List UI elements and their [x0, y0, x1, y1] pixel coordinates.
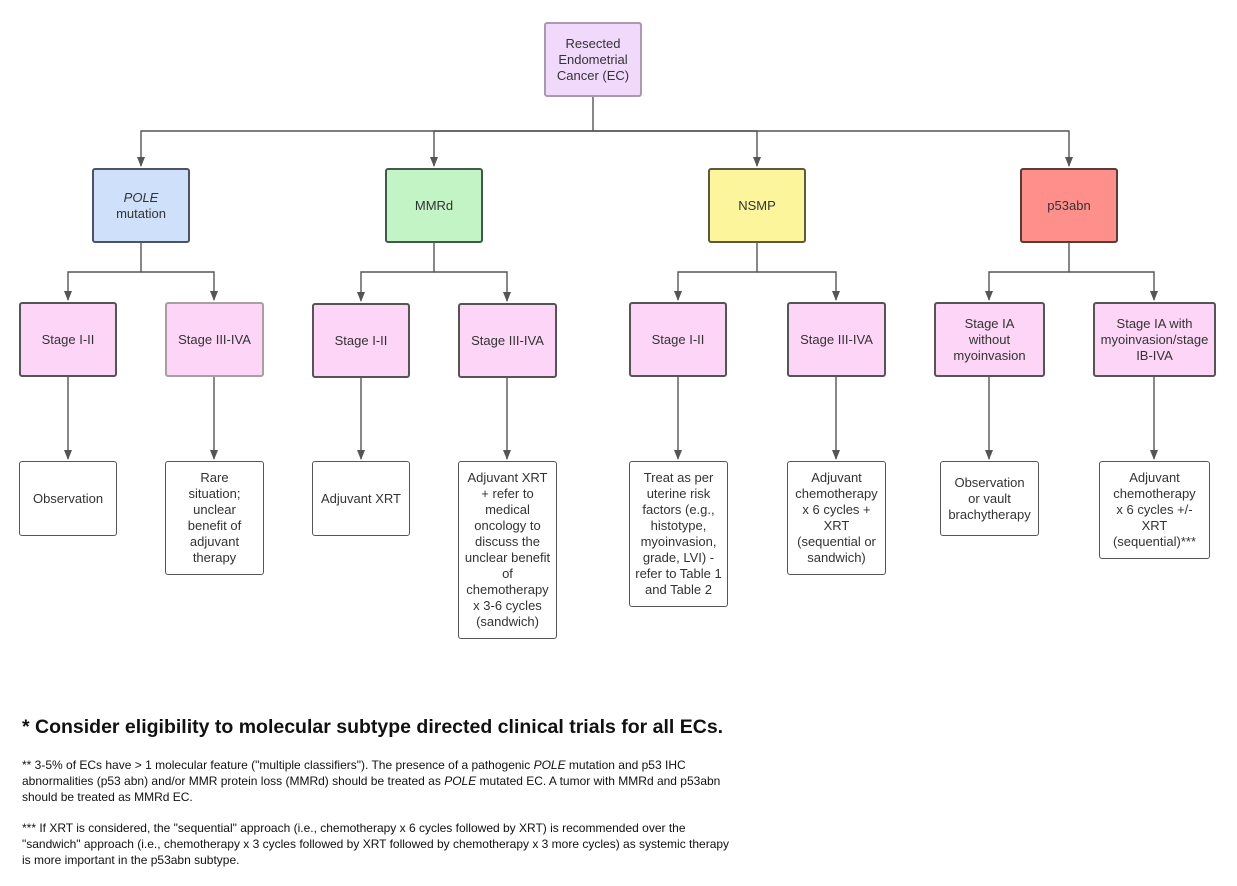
subtype-mmrd-label: MMRd: [414, 197, 454, 213]
treatment-p53abn-myoinvasion: Adjuvant chemotherapy x 6 cycles +/- XRT…: [1099, 461, 1210, 559]
multiple-classifiers-note: ** 3-5% of ECs have > 1 molecular featur…: [22, 758, 721, 804]
treatment-nsmp-early: Treat as per uterine risk factors (e.g.,…: [629, 461, 728, 607]
subtype-pole: POLE mutation: [92, 168, 190, 243]
stage-mmrd-early: Stage I-II: [312, 303, 410, 378]
stage-nsmp-advanced: Stage III-IVA: [787, 302, 886, 377]
stage-pole-early: Stage I-II: [19, 302, 117, 377]
stage-p53abn-no-myoinvasion: Stage IA without myoinvasion: [934, 302, 1045, 377]
subtype-pole-label: POLE mutation: [116, 189, 166, 221]
xrt-approach-note: *** If XRT is considered, the "sequentia…: [22, 821, 730, 867]
subtype-p53abn: p53abn: [1020, 168, 1118, 243]
trials-note: * Consider eligibility to molecular subt…: [22, 716, 724, 738]
stage-pole-advanced: Stage III-IVA: [165, 302, 264, 377]
stage-mmrd-advanced: Stage III-IVA: [458, 303, 557, 378]
root-node: Resected Endometrial Cancer (EC): [544, 22, 642, 97]
treatment-p53abn-no-myoinvasion: Observation or vault brachytherapy: [940, 461, 1039, 536]
subtype-nsmp: NSMP: [708, 168, 806, 243]
subtype-p53abn-label: p53abn: [1047, 197, 1091, 213]
treatment-mmrd-early: Adjuvant XRT: [312, 461, 410, 536]
stage-p53abn-myoinvasion: Stage IA with myoinvasion/stage IB-IVA: [1093, 302, 1216, 377]
stage-nsmp-early: Stage I-II: [629, 302, 727, 377]
subtype-mmrd: MMRd: [385, 168, 483, 243]
treatment-pole-early: Observation: [19, 461, 117, 536]
subtype-nsmp-label: NSMP: [738, 197, 776, 213]
treatment-pole-advanced: Rare situation; unclear benefit of adjuv…: [165, 461, 264, 575]
root-label: Resected Endometrial Cancer (EC): [556, 35, 630, 83]
treatment-mmrd-advanced: Adjuvant XRT + refer to medical oncology…: [458, 461, 557, 639]
treatment-nsmp-advanced: Adjuvant chemotherapy x 6 cycles + XRT (…: [787, 461, 886, 575]
